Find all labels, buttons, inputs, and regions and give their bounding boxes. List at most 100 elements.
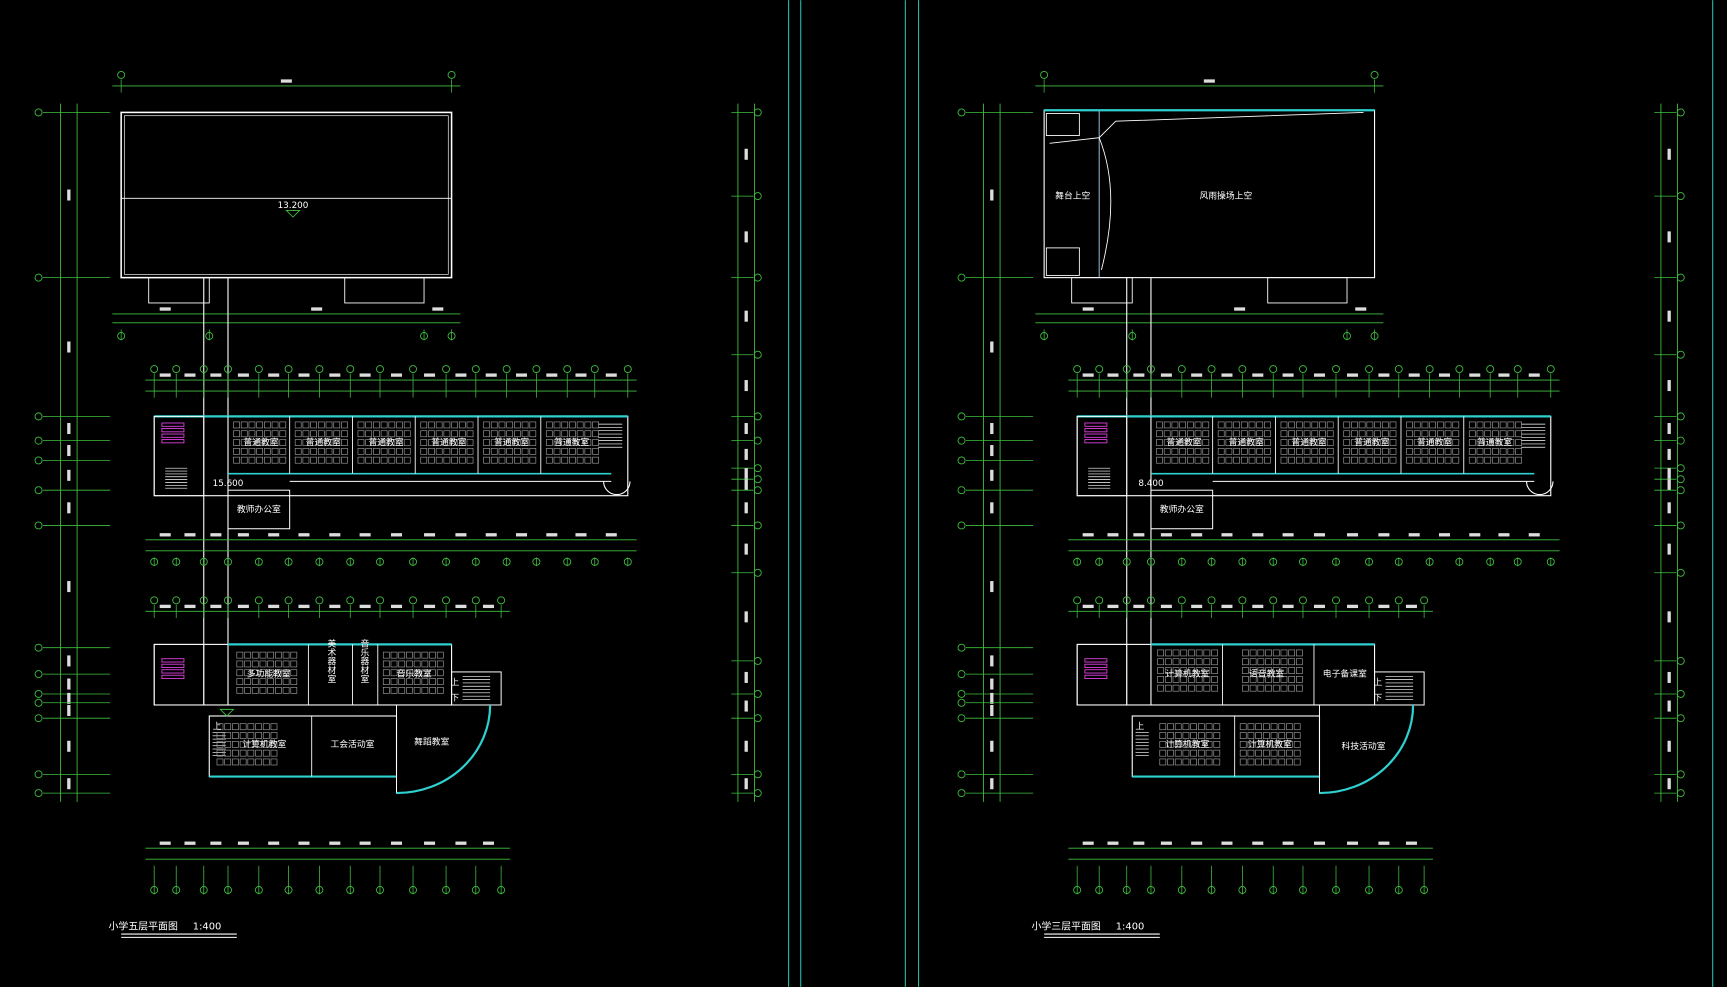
desk [1499, 456, 1507, 464]
desk [458, 456, 466, 464]
desk [341, 430, 348, 438]
fifth-floor-plan: 13.200普通教室普通教室普通教室普通教室普通教室普通教室教师办公室上下上多功… [34, 71, 762, 938]
desk [1163, 430, 1171, 438]
desk [262, 749, 270, 757]
desk [1179, 421, 1186, 429]
desk [1213, 758, 1221, 766]
desk [264, 421, 271, 429]
desk [1499, 421, 1507, 429]
desk [1492, 421, 1499, 429]
desk [1484, 456, 1492, 464]
axis-bubble [957, 108, 966, 117]
axis-bubble [1073, 886, 1082, 894]
dimension-value [455, 373, 467, 377]
desk [490, 430, 498, 438]
dimension-value [1438, 533, 1450, 537]
desk [317, 448, 325, 455]
axis-bubble [471, 596, 480, 605]
desk [1180, 649, 1188, 657]
dimension-value [329, 373, 341, 377]
desk [1249, 649, 1257, 657]
desk [1389, 456, 1397, 464]
desk [1381, 439, 1389, 446]
dimension-value [1221, 604, 1233, 609]
axis-bubble [1370, 332, 1379, 340]
desk [420, 439, 428, 446]
desk [398, 669, 406, 677]
axis-bubble [1332, 557, 1340, 566]
desk [333, 448, 341, 455]
stair-up-label: 上 [1136, 721, 1145, 732]
axis-bubble [471, 886, 480, 894]
axis-bubble [1147, 557, 1155, 566]
dimension-value [482, 841, 494, 845]
desk [357, 430, 365, 438]
axis-bubble [1095, 596, 1104, 605]
dimension-value [1107, 604, 1119, 609]
desk [1180, 684, 1188, 692]
desk [247, 732, 255, 739]
desk [255, 723, 262, 731]
dimension-value [1405, 604, 1417, 609]
desk [1429, 448, 1437, 455]
floor-elevation: 8.400 [1138, 479, 1164, 489]
dimension-value [1203, 79, 1215, 83]
axis-bubble [1425, 365, 1434, 374]
desk [506, 430, 514, 438]
desk [545, 430, 553, 438]
desk [302, 421, 310, 429]
axis-bubble [753, 108, 762, 117]
desk [545, 421, 553, 429]
desk [490, 456, 498, 464]
axis-bubble [497, 596, 506, 605]
axis-bubble [224, 596, 232, 605]
desk [576, 421, 584, 429]
desk [443, 439, 451, 446]
axis-bubble [254, 557, 263, 566]
desk [1239, 749, 1247, 757]
desk [428, 448, 435, 455]
toilet-stall [1084, 674, 1108, 679]
axis-bubble [1676, 656, 1685, 665]
dimension-value [390, 373, 403, 377]
desk [592, 421, 599, 429]
axis-bubble [1122, 365, 1131, 374]
desk [1280, 684, 1288, 692]
drawing-title: 小学三层平面图 [1031, 920, 1100, 933]
desk [1343, 439, 1351, 446]
desk [240, 456, 248, 464]
toilet-stall [1084, 663, 1108, 668]
desk [1182, 749, 1190, 757]
dimension-value [329, 533, 341, 537]
dimension-value [329, 604, 341, 609]
axis-bubble [1394, 886, 1403, 894]
axis-bubble [590, 365, 599, 374]
desk [1202, 421, 1210, 429]
desk [341, 439, 348, 446]
desk [514, 439, 521, 446]
axis-bubble [172, 365, 181, 374]
desk [458, 430, 466, 438]
desk [216, 740, 224, 748]
desk [1296, 684, 1303, 692]
desk [233, 439, 240, 446]
dimension-value [1498, 373, 1510, 377]
desk [1280, 658, 1288, 666]
dimension-value [1160, 604, 1172, 609]
desk [282, 687, 290, 694]
dimension-value [605, 373, 617, 377]
dimension-value [744, 231, 748, 243]
desk [569, 448, 576, 455]
axis-bubble [1122, 886, 1131, 894]
desk [1188, 667, 1195, 674]
axis-bubble [1269, 596, 1278, 605]
axis-bubble [315, 365, 324, 374]
desk [1468, 456, 1476, 464]
dimension-value [1133, 841, 1145, 845]
axis-bubble [34, 689, 43, 698]
dimension-value [575, 533, 587, 537]
desk [279, 448, 287, 455]
axis-bubble [1073, 557, 1082, 566]
desk [1468, 439, 1476, 446]
